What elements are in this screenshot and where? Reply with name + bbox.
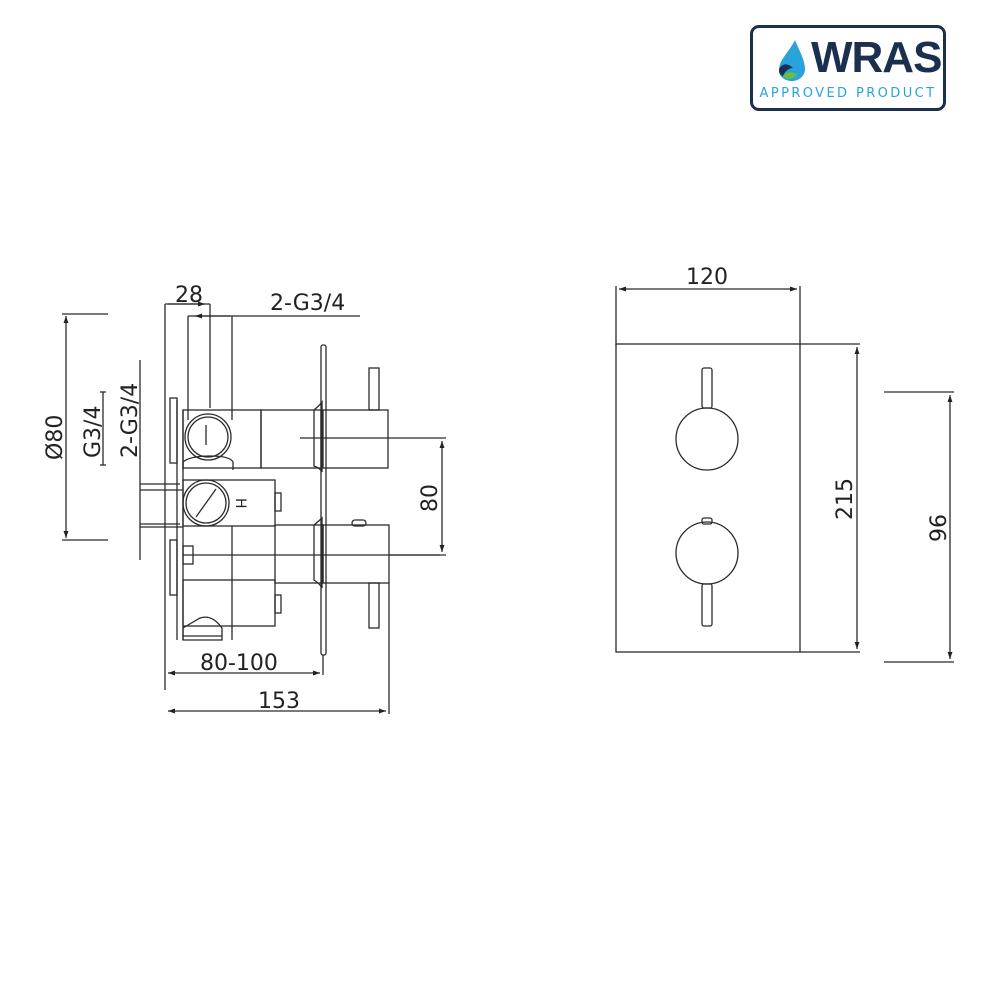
dim-inlet-thread-pair [139,360,180,560]
upper-cartridge [182,367,389,473]
valve-body [140,455,282,640]
label-offset: 96 [927,514,952,542]
badge-subtitle: APPROVED PRODUCT [759,86,937,101]
dim-width [615,286,801,345]
label-top-depth: 28 [175,283,203,308]
upper-handle [675,367,739,471]
dim-diameter [62,313,108,541]
front-view [615,286,954,663]
dim-wall-depth [168,655,324,676]
label-inlet-thread-pair: 2-G3/4 [118,383,143,458]
backplate [169,397,184,640]
label-width: 120 [686,265,728,290]
lower-cartridge [182,516,440,641]
dim-handle-spacing [300,437,446,556]
dim-inlet-thread [100,391,106,466]
dim-top-depth [164,301,360,690]
label-wall-depth: 80-100 [200,651,278,676]
label-overall-depth: 153 [258,689,300,714]
wall-plate [320,344,327,656]
label-inlet-thread: G3/4 [81,406,106,458]
hot-marker-label: H [232,498,248,509]
label-height: 215 [833,478,858,520]
water-drop-icon [779,40,805,81]
side-view: H [62,301,446,714]
lower-handle [675,517,739,627]
dim-offset [884,391,954,663]
label-diameter: Ø80 [43,415,68,460]
dim-overall-depth [168,583,390,714]
badge-title: WRAS [811,33,942,82]
wras-approved-badge: WRAS APPROVED PRODUCT [750,25,946,111]
faceplate [615,343,801,653]
label-handle-spacing: 80 [418,484,443,512]
dim-height [800,343,860,653]
label-outlet-thread: 2-G3/4 [270,291,345,316]
